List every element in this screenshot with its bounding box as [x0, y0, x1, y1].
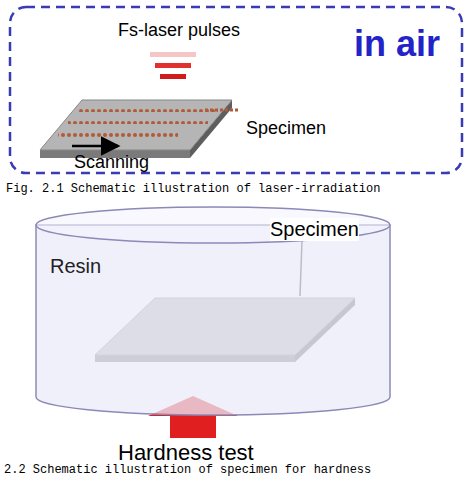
- scanning-arrow: [72, 145, 118, 148]
- figure-caption: Fig. 2.1 Schematic illustration of laser…: [6, 182, 380, 196]
- scanning-label: Scanning: [74, 152, 149, 173]
- test-label: Hardness test: [118, 440, 254, 466]
- region-label: in air: [354, 23, 440, 65]
- laser-pulses: [150, 52, 196, 79]
- region-label: Resin: [50, 255, 101, 278]
- specimen-slab: [40, 100, 240, 158]
- laser-label: Fs-laser pulses: [118, 20, 240, 41]
- specimen-label: Specimen: [246, 118, 326, 139]
- specimen-label: Specimen: [270, 218, 359, 241]
- figure-caption: 2.2 Schematic illustration of specimen f…: [4, 463, 371, 477]
